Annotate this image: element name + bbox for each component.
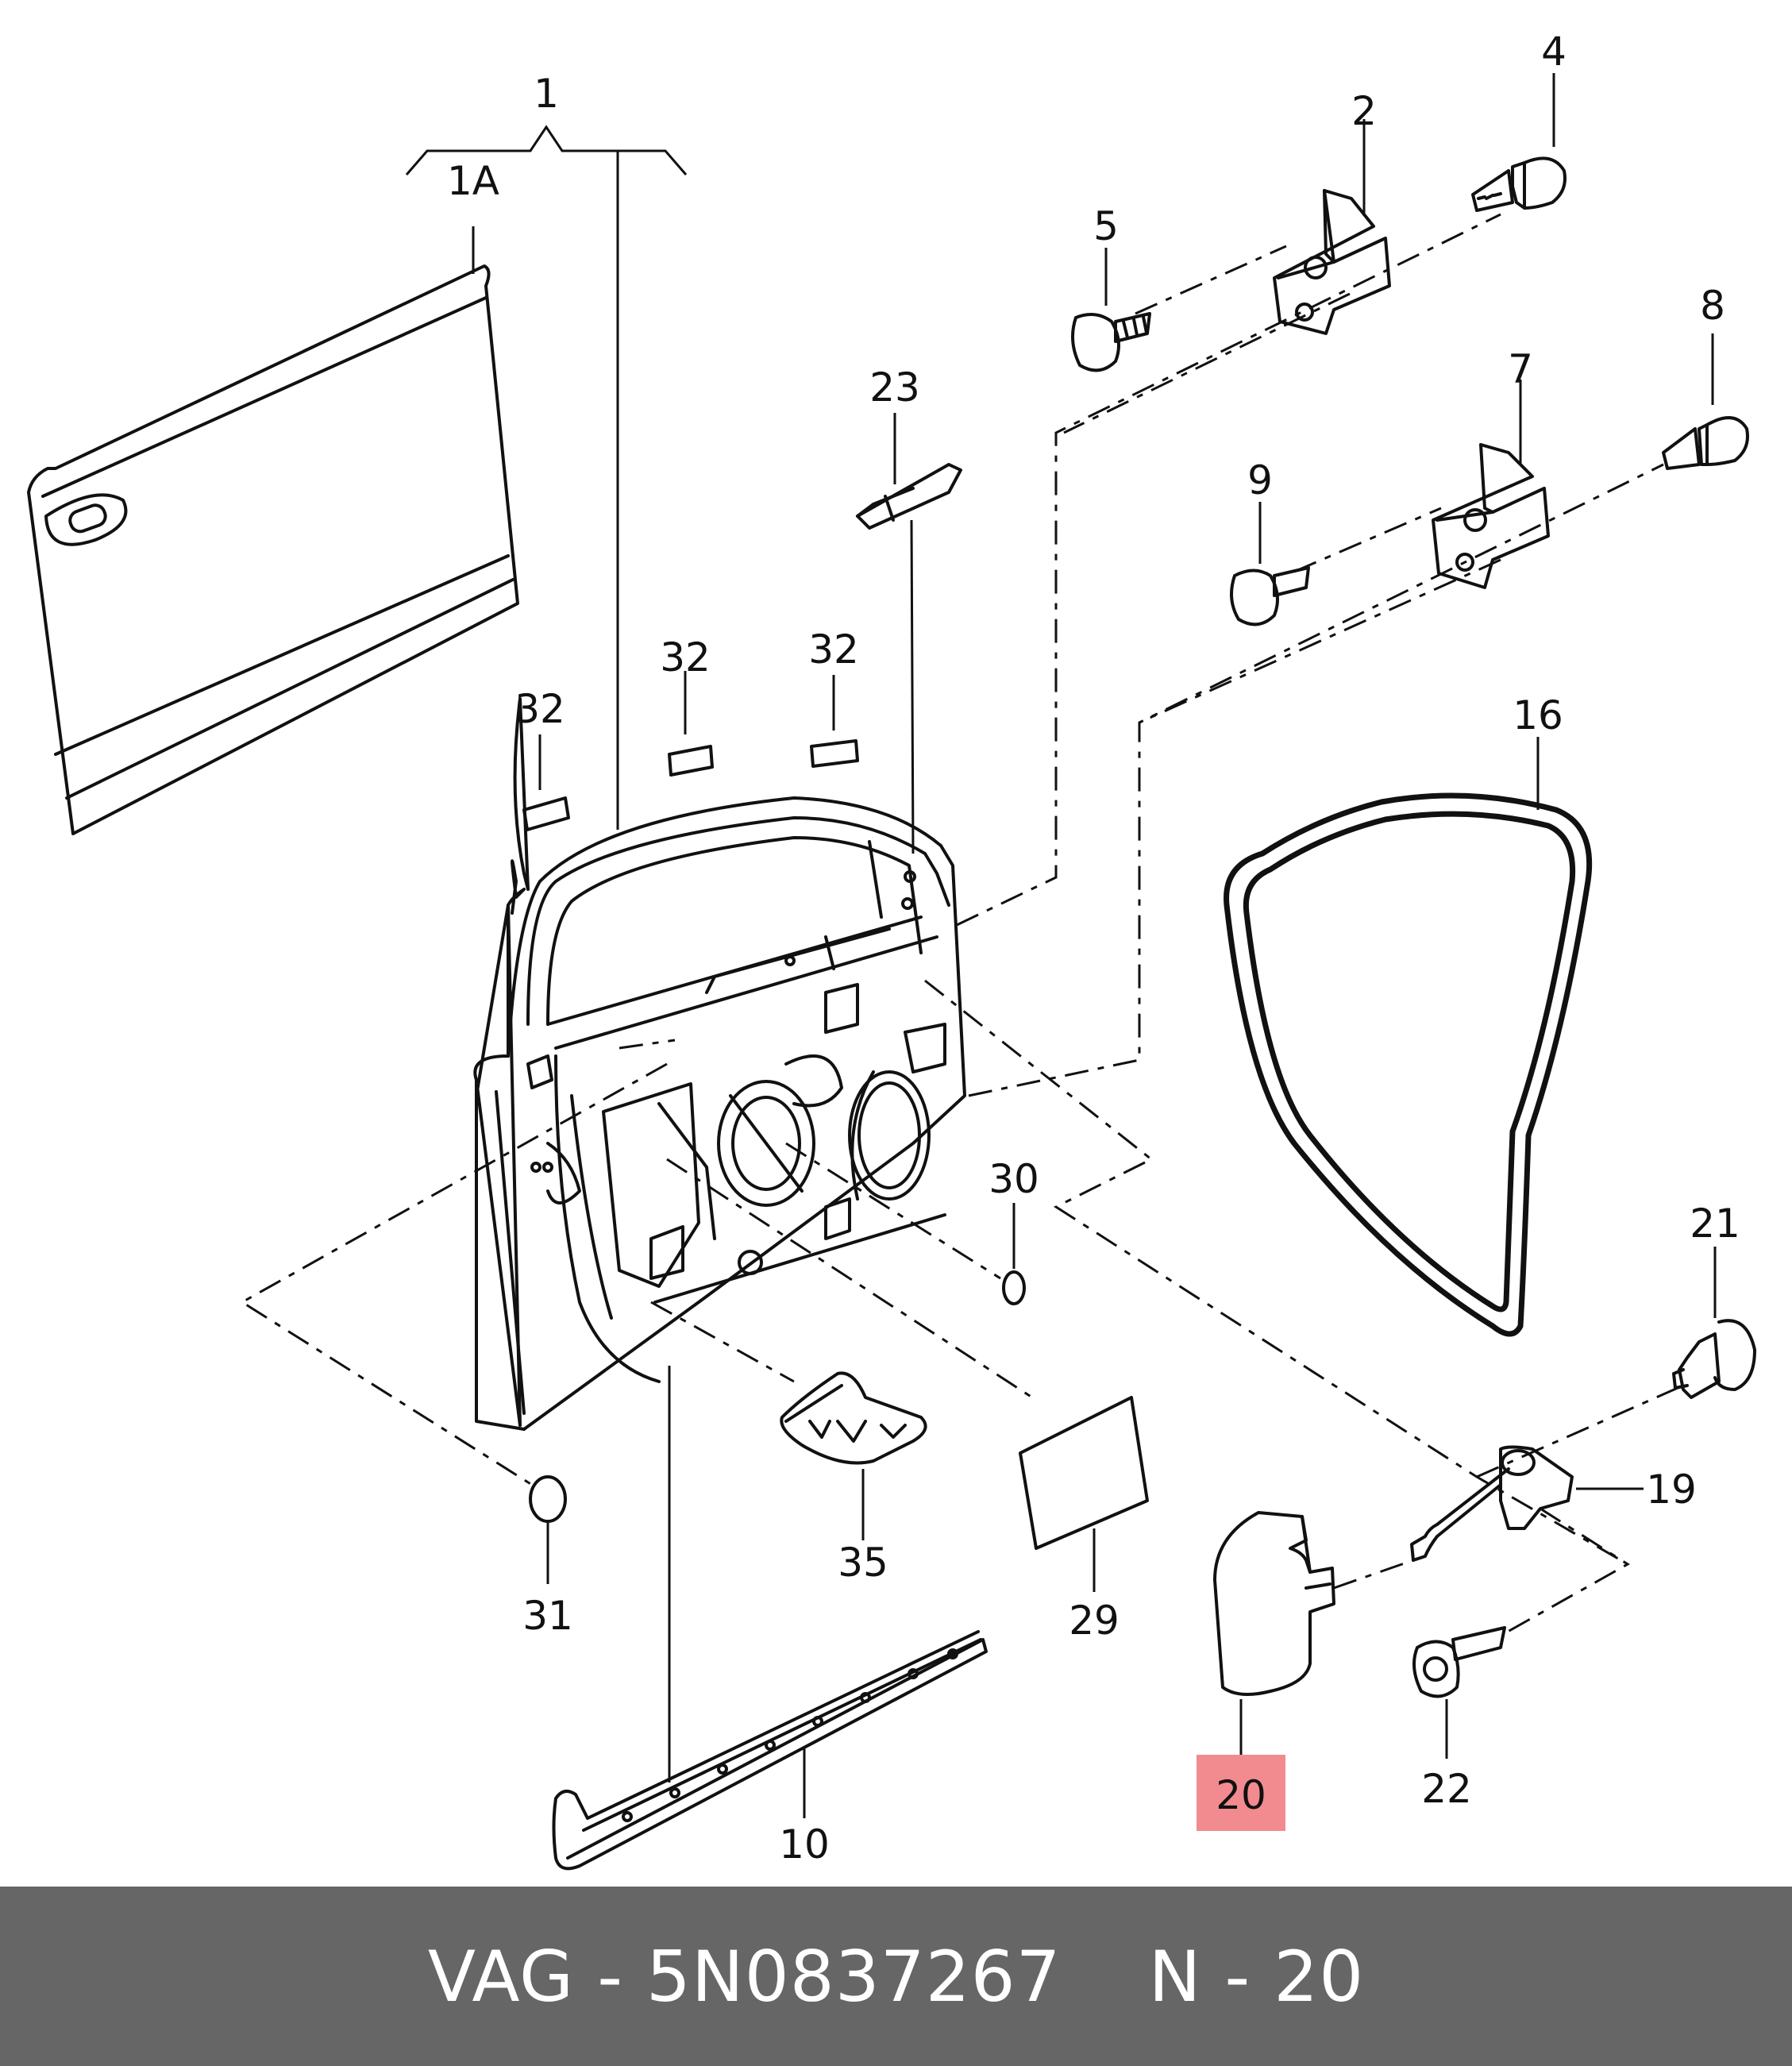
label-10: 10 (779, 1821, 830, 1867)
label-1: 1 (534, 71, 559, 117)
part-labels: 1 1A 2 4 5 7 8 9 10 16 19 20 21 22 23 29… (447, 29, 1740, 1867)
part-30-grommet (1002, 1203, 1026, 1305)
label-35: 35 (838, 1540, 888, 1586)
label-22: 22 (1421, 1766, 1472, 1812)
part-5-bolt (1071, 248, 1151, 372)
footer-bar: VAG - 5N0837267 N - 20 (0, 1887, 1792, 2066)
part-20-cover (1213, 1511, 1335, 1759)
part-9-bolt (1230, 502, 1310, 626)
label-32a: 32 (514, 686, 565, 732)
label-16: 16 (1513, 692, 1563, 738)
label-2: 2 (1351, 88, 1377, 134)
part-19-check-strap (1410, 1445, 1644, 1562)
part-2-hinge (1273, 119, 1391, 335)
part-23-bracket (856, 413, 962, 854)
part-16-seal (1224, 737, 1593, 1337)
label-1a: 1A (447, 158, 499, 204)
part-35-bracket (780, 1371, 927, 1540)
part-32-pads (522, 671, 859, 831)
part-21-clip (1672, 1247, 1756, 1399)
label-23: 23 (869, 364, 920, 411)
door-inner-frame (473, 697, 966, 1431)
part-4-bolt (1471, 73, 1567, 212)
connection-lines (240, 213, 1684, 1637)
label-30: 30 (988, 1156, 1039, 1202)
footer-part-number: VAG - 5N0837267 (427, 1935, 1062, 2018)
part-1-bracket (405, 125, 688, 830)
part-8-bolt (1662, 333, 1749, 470)
footer-position: N - 20 (1148, 1935, 1365, 2018)
label-20: 20 (1216, 1772, 1266, 1818)
label-9: 9 (1247, 457, 1273, 503)
outer-door-skin (27, 226, 519, 835)
label-8: 8 (1700, 283, 1725, 329)
label-4: 4 (1541, 29, 1567, 75)
label-7: 7 (1508, 346, 1533, 392)
strip-holes (622, 1648, 958, 1822)
part-31-plug (529, 1475, 567, 1584)
highlight-box (1197, 1755, 1285, 1831)
label-5: 5 (1093, 203, 1119, 249)
label-31: 31 (522, 1593, 573, 1639)
label-21: 21 (1690, 1201, 1740, 1247)
label-29: 29 (1069, 1598, 1120, 1644)
label-19: 19 (1646, 1467, 1697, 1513)
part-7-hinge (1432, 380, 1550, 589)
label-32b: 32 (660, 634, 711, 680)
label-32c: 32 (808, 626, 859, 673)
part-29-sheet (1019, 1396, 1149, 1592)
parts-diagram: 1 1A 2 4 5 7 8 9 10 16 19 20 21 22 23 29… (27, 29, 1756, 1871)
part-10-strip (552, 1366, 988, 1871)
part-22-bolt (1412, 1626, 1506, 1759)
